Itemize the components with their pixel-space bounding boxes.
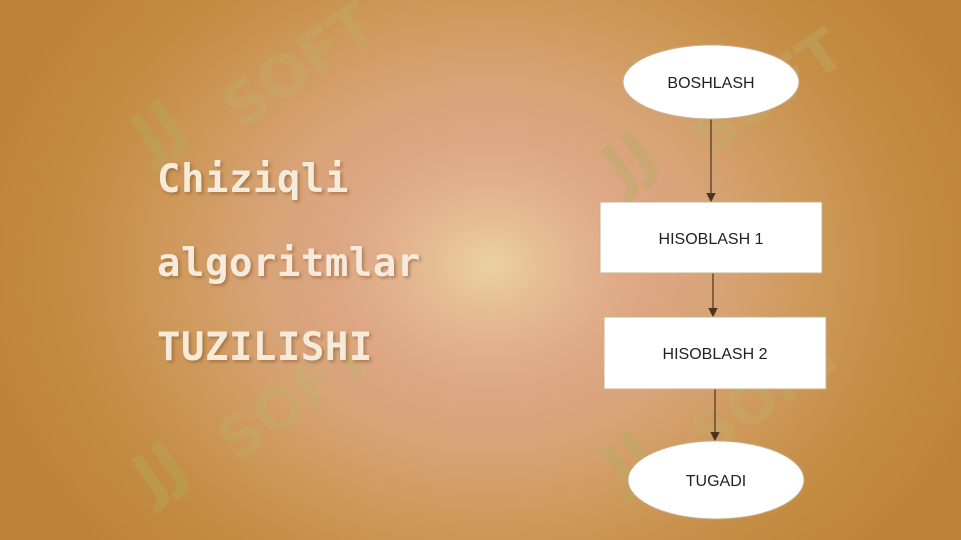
- node-start-shape: [622, 44, 800, 120]
- title-line-1: Chiziqli: [157, 157, 349, 202]
- node-step1-shape: [599, 201, 823, 274]
- node-start: BOSHLASH: [622, 44, 800, 120]
- node-step1-label: HISOBLASH 1: [659, 231, 764, 248]
- title-line-2: algoritmlar: [157, 241, 421, 286]
- node-end-shape: [627, 440, 805, 520]
- node-step2: HISOBLASH 2: [603, 316, 827, 390]
- title-line-3: TUZILISHI: [157, 325, 373, 370]
- node-start-label: BOSHLASH: [667, 75, 754, 92]
- node-end-label: TUGADI: [686, 473, 746, 490]
- node-step2-label: HISOBLASH 2: [663, 346, 768, 363]
- node-step2-shape: [603, 316, 827, 390]
- node-step1: HISOBLASH 1: [599, 201, 823, 274]
- slide-title: Chiziqli algoritmlar TUZILISHI: [157, 138, 421, 390]
- node-end: TUGADI: [627, 440, 805, 520]
